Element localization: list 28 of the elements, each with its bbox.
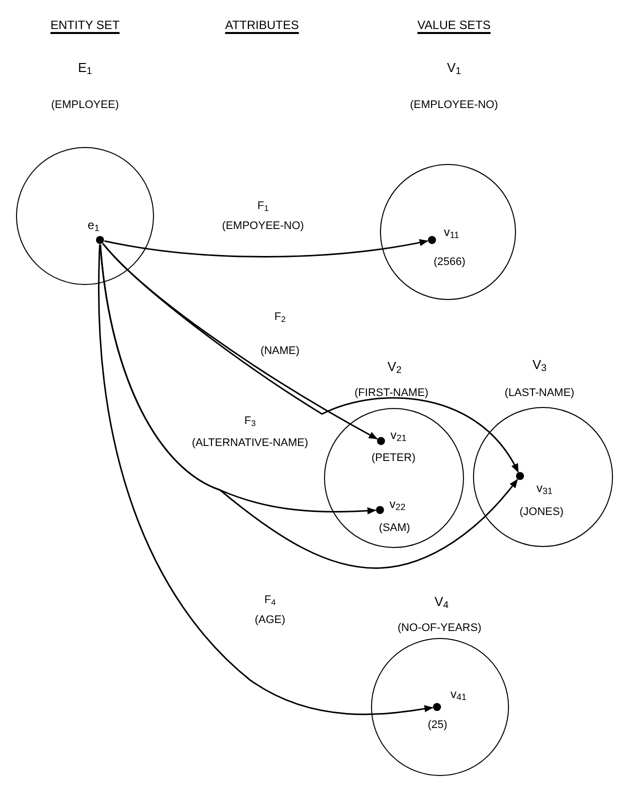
set-symbol: V$_{3}$ xyxy=(532,356,547,374)
set-name: (FIRST-NAME) xyxy=(354,386,428,400)
element-value: (2566) xyxy=(434,254,466,270)
column-heading: ENTITY SET xyxy=(50,17,120,34)
element-symbol: v$_{31}$ xyxy=(536,480,552,496)
element-symbol: v$_{41}$ xyxy=(450,686,466,702)
element-symbol: e$_{1}$ xyxy=(88,216,100,234)
arrow xyxy=(98,244,434,716)
arrow xyxy=(102,243,519,473)
set-name: (EMPLOYEE) xyxy=(51,98,119,113)
element-value: (SAM) xyxy=(378,520,410,536)
element-value: (PETER) xyxy=(372,450,416,466)
set-name: (NO-OF-YEARS) xyxy=(398,620,482,636)
element-symbol: v$_{11}$ xyxy=(444,224,460,240)
element-symbol: v$_{22}$ xyxy=(390,496,406,512)
arrow xyxy=(104,238,428,258)
set-symbol: V$_{2}$ xyxy=(387,358,402,376)
set-symbol: V$_{4}$ xyxy=(434,592,449,611)
set-name: (LAST-NAME) xyxy=(504,386,574,400)
element-symbol: v$_{21}$ xyxy=(390,426,406,444)
column-heading: ATTRIBUTES xyxy=(225,17,299,34)
set-symbol: V$_{1}$ xyxy=(446,59,462,78)
column-heading: VALUE SETS xyxy=(417,17,491,34)
arrow xyxy=(100,244,518,569)
set-symbol: E$_{1}$ xyxy=(78,59,92,78)
element-value: (25) xyxy=(428,718,448,732)
set-name: (EMPLOYEE-NO) xyxy=(410,98,498,113)
element-value: (JONES) xyxy=(520,504,564,520)
